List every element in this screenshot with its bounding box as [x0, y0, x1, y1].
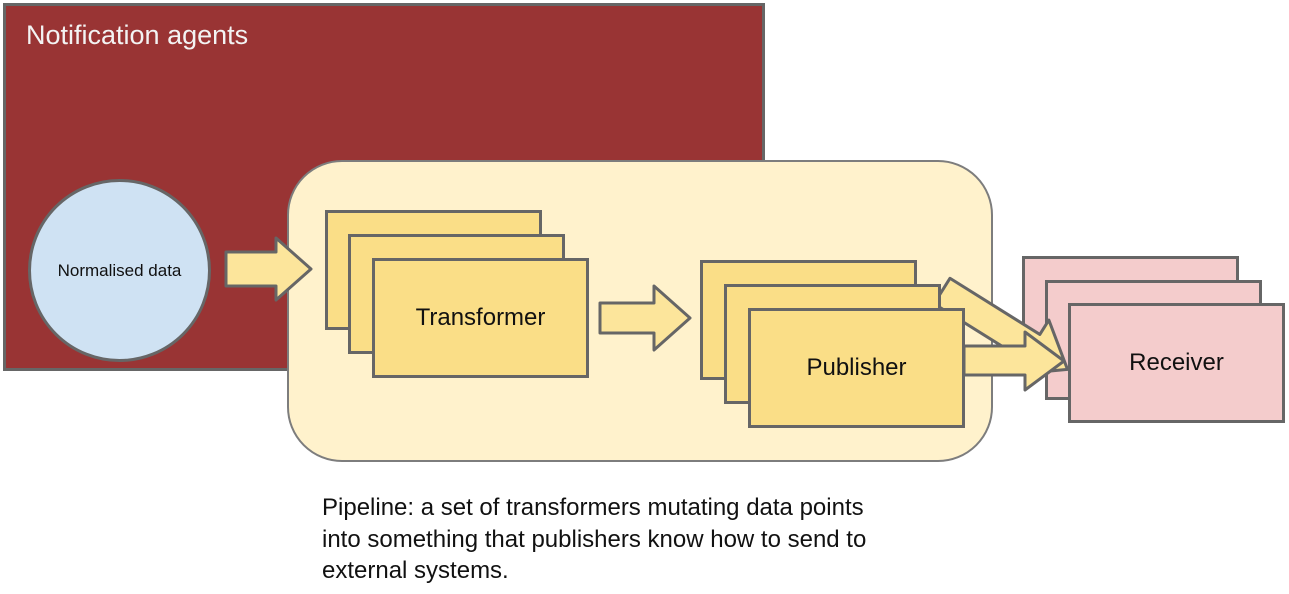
transformer-card-front: Transformer — [372, 258, 589, 378]
pipeline-caption: Pipeline: a set of transformers mutating… — [322, 492, 866, 587]
arrow-publisher-to-receiver-icon — [962, 330, 1066, 392]
normalised-data-label: Normalised data — [57, 261, 182, 280]
caption-line-2: into something that publishers know how … — [322, 525, 867, 553]
arrow-data-to-transformer-icon — [224, 236, 313, 302]
receiver-label: Receiver — [1129, 349, 1224, 376]
publisher-label: Publisher — [806, 354, 907, 381]
notification-agents-title: Notification agents — [26, 20, 249, 50]
arrow-transformer-to-publisher-icon — [598, 284, 692, 352]
publisher-card-front: Publisher — [748, 308, 965, 428]
caption-line-3: external systems. — [322, 557, 509, 584]
transformer-label: Transformer — [415, 304, 546, 331]
receiver-card-front: Receiver — [1068, 303, 1285, 423]
caption-line-1: Pipeline: a set of transformers mutating… — [322, 494, 864, 521]
normalised-data-circle: Normalised data — [28, 179, 211, 362]
